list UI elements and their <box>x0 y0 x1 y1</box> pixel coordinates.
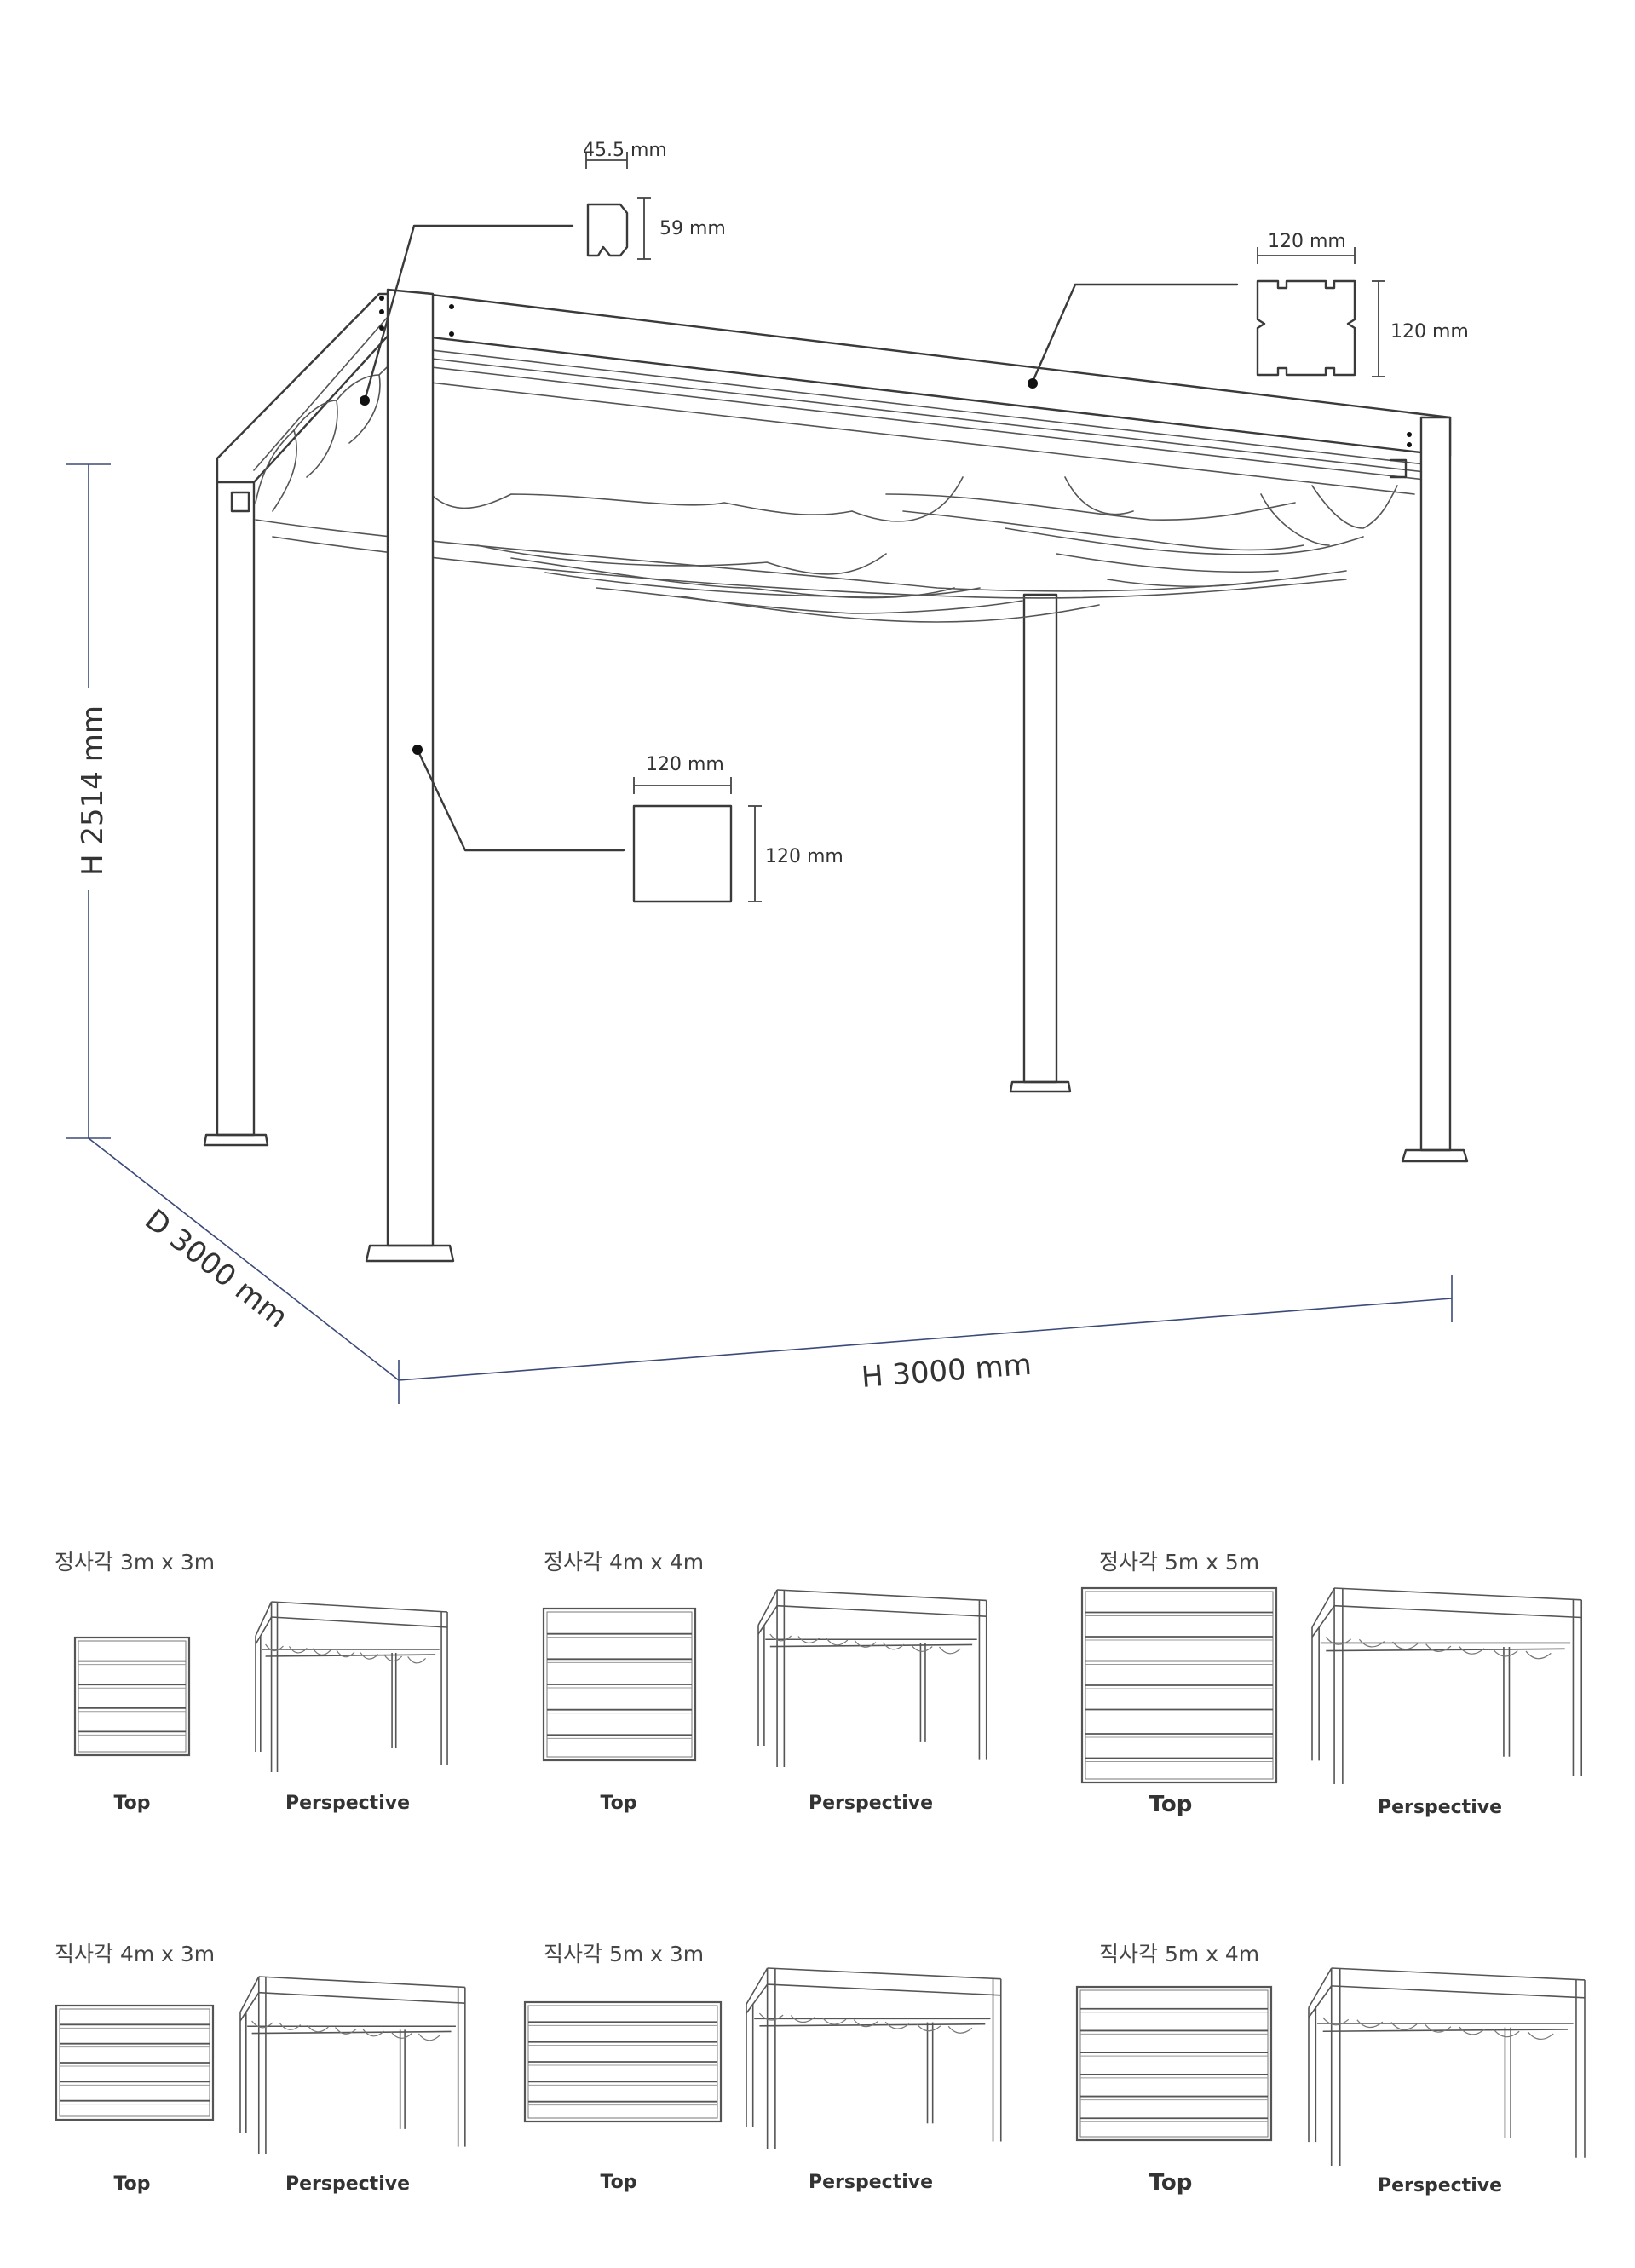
post-height-label: 120 mm <box>765 846 843 867</box>
top-view-drawing <box>1075 1985 1273 2142</box>
top-view-drawing <box>55 2004 215 2121</box>
rail-profile-callout: 45.5 mm 59 mm <box>360 140 726 406</box>
top-view-label: Top <box>114 1793 151 1814</box>
shade-canopy <box>255 357 1398 623</box>
top-view-drawing <box>73 1636 191 1757</box>
post-leader-line <box>416 748 625 852</box>
size-option-6: 직사각 5m x 4m Top Perspective <box>1075 1942 1586 2196</box>
perspective-view-label: Perspective <box>809 2172 933 2193</box>
front-right-post <box>1401 416 1469 1163</box>
corner-bracket <box>230 491 250 513</box>
perspective-view-drawing <box>255 1601 448 1772</box>
rail-leader-line <box>363 224 574 402</box>
beam-width-label: 120 mm <box>1268 231 1346 252</box>
size-option-2: 정사각 4m x 4m Top Perspective <box>542 1550 987 1814</box>
size-option-4: 직사각 4m x 3m Top Perspective <box>55 1942 466 2195</box>
depth-label: D 3000 mm <box>138 1203 294 1335</box>
option-title: 직사각 4m x 3m <box>55 1942 215 1966</box>
option-title: 정사각 3m x 3m <box>55 1550 215 1574</box>
perspective-view-label: Perspective <box>285 2173 410 2195</box>
top-view-drawing <box>542 1607 697 1762</box>
size-option-3: 정사각 5m x 5m Top Perspective <box>1080 1550 1583 1818</box>
width-label: H 3000 mm <box>861 1348 1033 1395</box>
beam-height-label: 120 mm <box>1390 321 1469 343</box>
beam-profile-shape <box>1256 279 1356 377</box>
top-view-drawing <box>1080 1586 1278 1784</box>
perspective-view-drawing <box>746 1967 1002 2149</box>
perspective-view-drawing <box>1311 1587 1583 1784</box>
rail-height-label: 59 mm <box>659 218 726 239</box>
height-dimension: H 2514 mm <box>66 463 111 1139</box>
top-view-drawing <box>523 2000 723 2123</box>
size-option-1: 정사각 3m x 3m Top Perspective <box>55 1550 448 1814</box>
option-title: 직사각 5m x 3m <box>544 1942 704 1966</box>
depth-dimension: D 3000 mm <box>88 1137 400 1404</box>
perspective-view-drawing <box>757 1589 987 1767</box>
size-option-5: 직사각 5m x 3m Top Perspective <box>523 1942 1002 2193</box>
top-view-label: Top <box>114 2173 151 2195</box>
back-left-post <box>203 457 269 1147</box>
post-width-label: 120 mm <box>646 754 724 775</box>
top-view-label: Top <box>1149 1792 1193 1817</box>
main-pergola-drawing <box>203 288 1469 1263</box>
width-dimension: H 3000 mm <box>398 1275 1453 1395</box>
option-title: 정사각 5m x 5m <box>1099 1550 1259 1574</box>
rail-profile-shape <box>586 203 629 257</box>
perspective-view-label: Perspective <box>1378 2175 1502 2196</box>
rail-width-label: 45.5 mm <box>583 140 667 161</box>
option-title: 정사각 4m x 4m <box>544 1550 704 1574</box>
perspective-view-drawing <box>239 1976 466 2154</box>
top-view-label: Top <box>601 2172 637 2193</box>
post-profile-callout: 120 mm 120 mm <box>412 745 843 903</box>
perspective-view-label: Perspective <box>285 1793 410 1814</box>
left-side-beam <box>216 292 402 484</box>
beam-leader-line <box>1031 283 1239 383</box>
option-title: 직사각 5m x 4m <box>1099 1942 1259 1966</box>
perspective-view-drawing <box>1308 1967 1586 2166</box>
top-view-label: Top <box>601 1793 637 1814</box>
front-left-post <box>365 288 455 1263</box>
front-beam <box>400 292 1452 495</box>
perspective-view-label: Perspective <box>809 1793 933 1814</box>
back-middle-post <box>1009 593 1072 1093</box>
height-label: H 2514 mm <box>76 705 110 876</box>
top-view-label: Top <box>1149 2170 1193 2196</box>
beam-profile-callout: 120 mm 120 mm <box>1028 231 1469 389</box>
post-profile-shape <box>632 804 733 903</box>
perspective-view-label: Perspective <box>1378 1797 1502 1818</box>
